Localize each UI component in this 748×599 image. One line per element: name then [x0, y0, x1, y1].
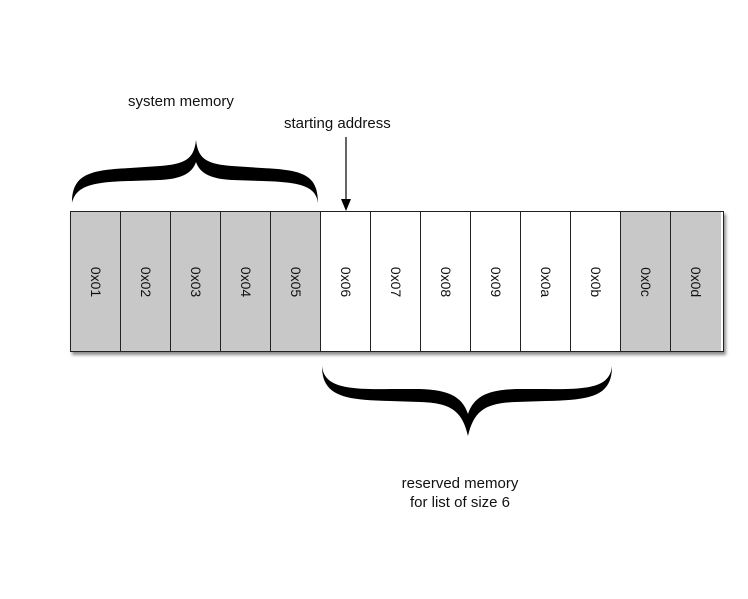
system-memory-brace	[72, 140, 318, 203]
reserved-memory-label: reserved memory for list of size 6	[390, 474, 530, 512]
memory-cell-reserved: 0x09	[471, 212, 521, 351]
memory-address-label: 0x08	[437, 266, 454, 297]
memory-address-label: 0x0a	[537, 266, 554, 297]
memory-address-label: 0x03	[187, 266, 204, 297]
memory-address-label: 0x0b	[587, 266, 604, 297]
memory-address-label: 0x0c	[637, 266, 654, 297]
memory-cell-reserved: 0x08	[421, 212, 471, 351]
memory-address-label: 0x05	[287, 266, 304, 297]
starting-address-arrow-head	[341, 199, 351, 211]
memory-strip: 0x01 0x02 0x03 0x04 0x05 0x06 0x07 0x08 0x09 0x0a…	[70, 211, 724, 352]
memory-cell-system: 0x05	[271, 212, 321, 351]
memory-cell-reserved: 0x0b	[571, 212, 621, 351]
memory-address-label: 0x01	[87, 266, 104, 297]
memory-cell-reserved: 0x07	[371, 212, 421, 351]
starting-address-label: starting address	[284, 115, 391, 132]
memory-address-label: 0x07	[387, 266, 404, 297]
memory-address-label: 0x06	[337, 266, 354, 297]
memory-address-label: 0x0d	[688, 266, 704, 297]
memory-cell-reserved: 0x06	[321, 212, 371, 351]
memory-cell-reserved: 0x0a	[521, 212, 571, 351]
memory-address-label: 0x02	[137, 266, 154, 297]
system-memory-label: system memory	[128, 93, 234, 110]
memory-cell-system: 0x01	[71, 212, 121, 351]
reserved-memory-brace	[322, 366, 612, 436]
memory-address-label: 0x04	[237, 266, 254, 297]
memory-cell-system: 0x04	[221, 212, 271, 351]
reserved-memory-label-line1: reserved memory	[401, 475, 519, 492]
memory-cell-system: 0x0c	[621, 212, 671, 351]
memory-cell-system: 0x02	[121, 212, 171, 351]
memory-address-label: 0x09	[487, 266, 504, 297]
memory-cell-system: 0x0d	[671, 212, 721, 351]
memory-cell-system: 0x03	[171, 212, 221, 351]
reserved-memory-label-line2: for list of size 6	[409, 494, 511, 511]
